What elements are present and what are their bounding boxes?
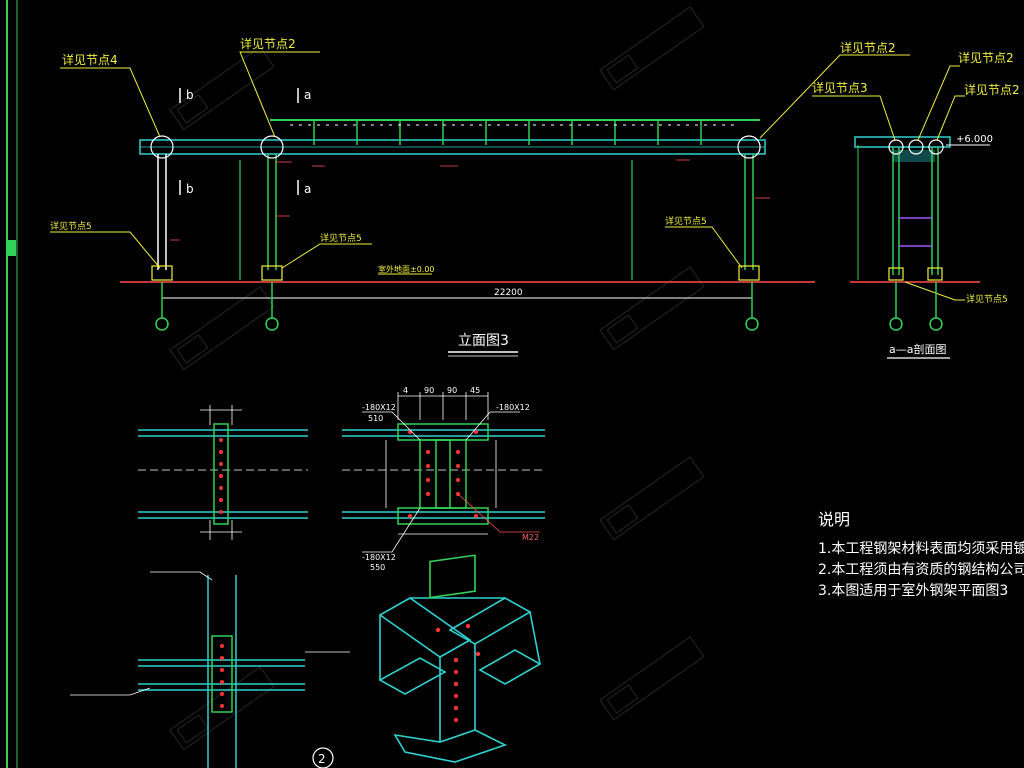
label-node2-side-b: 详见节点2 (964, 82, 1020, 97)
plate-bottom-length: 550 (370, 563, 385, 572)
bolt-dim-2: 90 (424, 386, 434, 395)
column-c (744, 154, 754, 270)
detail-isometric-joint (378, 554, 542, 763)
note-item-1: 1.本工程钢架材料表面均须采用镀锌处 (818, 540, 1024, 557)
plate-bottom: -180X12 (362, 553, 396, 562)
detail-marker: 2 (318, 752, 326, 766)
bolt-dim-4: 45 (470, 386, 480, 395)
label-node5-d: 详见节点5 (966, 293, 1008, 305)
plate-left-top: -180X12 (362, 403, 396, 412)
ground-level-note: 室外地面±0.00 (378, 264, 435, 274)
section-view (812, 65, 990, 359)
elevation-title: 立面图3 (458, 333, 509, 349)
axis-bubble-2 (265, 317, 279, 331)
grid-axes (155, 282, 759, 331)
axis-bubble-1 (155, 317, 169, 331)
notes-heading: 说明 (818, 510, 850, 529)
axis-bubble-3 (745, 317, 759, 331)
section-mark-b-bot: b (186, 182, 194, 196)
span-dimension: 22200 (494, 288, 523, 298)
section-joint-left (888, 139, 904, 155)
detail-beam-splice-right (342, 392, 545, 553)
note-item-3: 3.本图适用于室外钢架平面图3 (818, 582, 1008, 599)
bolt-dim-1: 4 (403, 386, 408, 395)
bolt-label: M22 (522, 533, 539, 542)
base-plate-a (151, 265, 173, 281)
section-axis-bubble-1 (889, 317, 903, 331)
detail-marker-circle (312, 747, 334, 768)
label-node5-c: 详见节点5 (665, 215, 707, 227)
joint-circle-node2-right (737, 135, 761, 159)
section-mark-a-top: a (304, 88, 311, 102)
note-item-2: 2.本工程须由有资质的钢结构公司施工 (818, 562, 1024, 578)
section-mark-a-bot: a (304, 182, 311, 196)
label-node4: 详见节点4 (62, 52, 118, 67)
column-a (157, 154, 167, 270)
frame-border (6, 0, 18, 768)
section-mark-b-top: b (186, 88, 194, 102)
section-marks (179, 88, 299, 195)
label-node5-a: 详见节点5 (50, 220, 92, 232)
section-axis-bubble-2 (929, 317, 943, 331)
bolt-dim-3: 90 (447, 386, 457, 395)
watermark-layer (169, 6, 705, 751)
label-node3: 详见节点3 (812, 80, 868, 95)
span-dimension-line (161, 286, 753, 305)
label-node2-right: 详见节点2 (840, 40, 896, 55)
section-title: a—a剖面图 (889, 342, 946, 356)
detail-beam-splice-left (138, 405, 308, 540)
elevation-view: b a b a 室外地面±0.00 22200 立面图3 (50, 51, 910, 357)
plate-left-top-length: 510 (368, 414, 383, 423)
section-joint-mid (908, 139, 924, 155)
joint-circle-node4 (150, 135, 174, 159)
section-elevation-mark: +6.000 (956, 134, 993, 145)
label-node2-side: 详见节点2 (958, 50, 1014, 65)
truss-verticals (313, 120, 702, 145)
detail-isometric-bolts (435, 623, 481, 723)
joint-circle-node2-left (260, 135, 284, 159)
detail-column-beam (70, 571, 350, 768)
label-node5-b: 详见节点5 (320, 232, 362, 244)
label-node2-left: 详见节点2 (240, 36, 296, 51)
leader-lines (50, 51, 910, 269)
section-joint-right (928, 139, 944, 155)
base-plate-b (261, 265, 283, 281)
column-b (267, 154, 277, 270)
plate-right-top: -180X12 (496, 403, 530, 412)
base-plate-c (738, 265, 760, 281)
